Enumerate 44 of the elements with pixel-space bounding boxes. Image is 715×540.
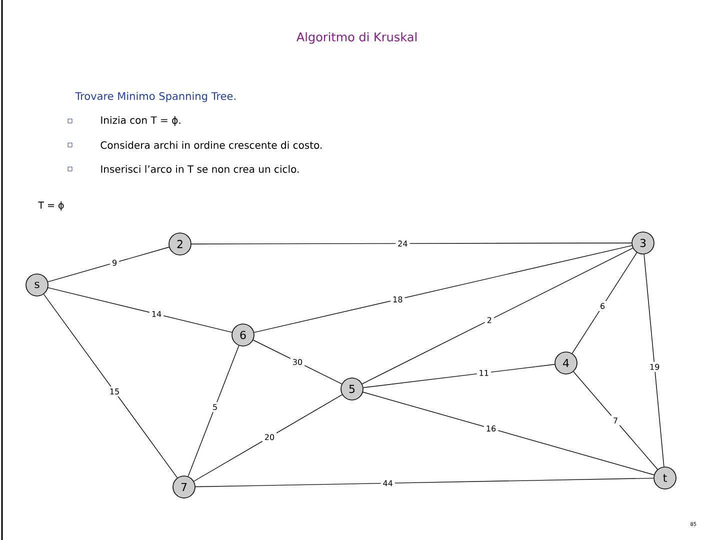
- edge-label: 14: [149, 309, 164, 319]
- graph-edge: [194, 394, 342, 482]
- graph-vertex: 2: [168, 232, 192, 256]
- graph-vertex: 7: [172, 476, 196, 498]
- graph-vertex: 4: [554, 352, 578, 374]
- edge-label: 30: [290, 356, 305, 368]
- graph-vertex: t: [654, 466, 676, 490]
- graph-edge: [644, 254, 664, 467]
- graph-edge: [48, 246, 170, 282]
- text-label: Considera archi in ordine crescente di costo.: [100, 141, 322, 149]
- edge-label: 11: [476, 368, 491, 378]
- edge-label: 19: [648, 362, 662, 372]
- text-label: Trovare Minimo Spanning Tree.: [75, 92, 236, 102]
- edge-label: 7: [610, 416, 620, 426]
- graph-edge: [362, 248, 634, 384]
- edge-label: 2: [484, 315, 494, 326]
- graph-edge: [252, 340, 342, 384]
- edge-label: 15: [107, 386, 122, 396]
- edge-label: 44: [380, 478, 395, 488]
- graph-edge: [195, 478, 654, 488]
- slide-title: Algoritmo di Kruskal: [296, 32, 416, 44]
- graph-edge: [362, 364, 556, 388]
- graph-edge: [362, 392, 654, 476]
- edge-label: 6: [598, 301, 608, 312]
- graph-vertex: 5: [340, 378, 364, 400]
- graph-edge: [48, 287, 232, 333]
- graph-edge: [191, 242, 632, 244]
- edge-label: 18: [390, 294, 405, 304]
- edge-label: 24: [396, 238, 410, 248]
- edge-label: 20: [262, 432, 277, 442]
- graph-vertex: 6: [232, 324, 254, 346]
- graph-vertex: s: [26, 274, 48, 296]
- graph-edge: [572, 252, 638, 354]
- text-label: Inizia con T = ϕ.: [101, 116, 180, 126]
- edge-label: 9: [110, 258, 120, 268]
- graph-vertex: 3: [632, 232, 654, 254]
- graph-edge: [573, 371, 658, 470]
- text-label: Inserisci l’arco in T se non crea un ciclo.: [101, 165, 299, 173]
- graph-edge: [43, 294, 178, 478]
- graph-edge: [188, 345, 240, 477]
- text-label: T = ϕ: [38, 201, 64, 211]
- graph-edge: [254, 245, 632, 333]
- edge-label: 5: [210, 402, 220, 412]
- edge-label: 16: [484, 424, 498, 434]
